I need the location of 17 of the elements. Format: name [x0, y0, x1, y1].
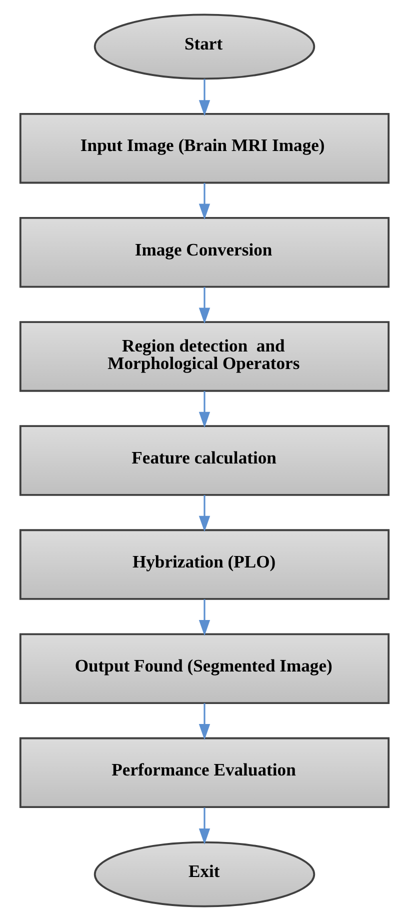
node-box: Hybrization (PLO): [19, 529, 390, 600]
node-box: Feature calculation: [19, 425, 390, 496]
node-box: Performance Evaluation: [19, 737, 390, 808]
node-box: Image Conversion: [19, 217, 390, 288]
node-box: Input Image (Brain MRI Image): [19, 112, 390, 184]
node-box: Output Found (Segmented Image): [19, 633, 390, 704]
arrow: [198, 808, 210, 844]
arrow: [198, 495, 210, 532]
arrow: [198, 287, 210, 324]
arrow: [198, 391, 210, 428]
arrow: [198, 599, 210, 636]
arrow: [198, 703, 210, 740]
arrow: [198, 78, 210, 116]
node-ellipse: Start: [94, 14, 316, 80]
node-box: Region detection and Morphological Operators: [19, 321, 390, 392]
node-ellipse: Exit: [94, 841, 316, 908]
arrow: [198, 182, 210, 220]
